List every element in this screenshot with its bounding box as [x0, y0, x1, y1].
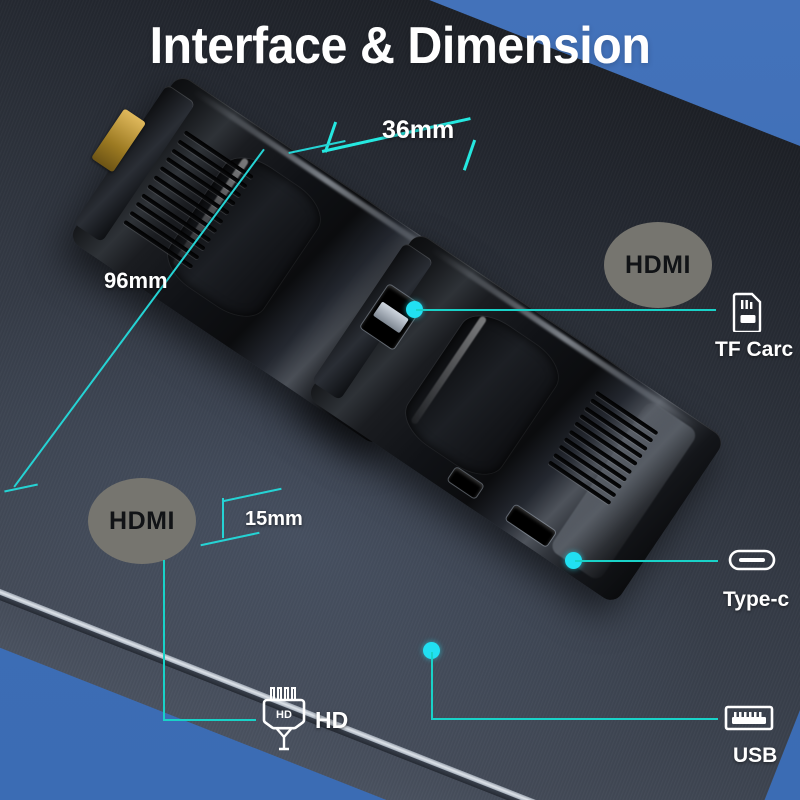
- usb-port-tongue: [372, 300, 410, 334]
- callout-leader-hd: [163, 719, 256, 721]
- callout-label-type-c: Type-c: [723, 588, 790, 611]
- callout-label-usb: USB: [733, 744, 778, 767]
- callout-leader-usb-vertical: [431, 652, 433, 719]
- callout-dot-type-c: [565, 552, 582, 569]
- dim-label-96mm: 96mm: [104, 268, 168, 293]
- callout-leader-tf-card: [416, 309, 716, 311]
- hdmi-connector-icon: HD: [258, 686, 310, 752]
- badge-hdmi-bottom-label: HDMI: [109, 506, 175, 535]
- badge-hdmi-top-label: HDMI: [625, 250, 691, 279]
- callout-dot-tf-card: [406, 301, 423, 318]
- badge-hdmi-bottom: HDMI: [88, 478, 196, 564]
- usb-icon: [724, 703, 774, 733]
- badge-hdmi-top: HDMI: [604, 222, 712, 308]
- dim-tick-15mm: [222, 498, 224, 538]
- type-c-icon: [728, 548, 776, 572]
- svg-text:HD: HD: [276, 709, 292, 721]
- dim-label-15mm: 15mm: [245, 508, 303, 530]
- page-title: Interface & Dimension: [149, 17, 651, 75]
- callout-label-hd: HD: [315, 707, 349, 733]
- callout-leader-usb: [431, 718, 718, 720]
- tf-card-icon: [732, 292, 764, 332]
- dim-label-36mm: 36mm: [382, 116, 455, 144]
- callout-leader-type-c: [575, 560, 718, 562]
- callout-label-tf-card: TF Carc: [715, 338, 794, 361]
- callout-leader-hd-vertical: [163, 560, 165, 720]
- callout-dot-usb: [423, 642, 440, 659]
